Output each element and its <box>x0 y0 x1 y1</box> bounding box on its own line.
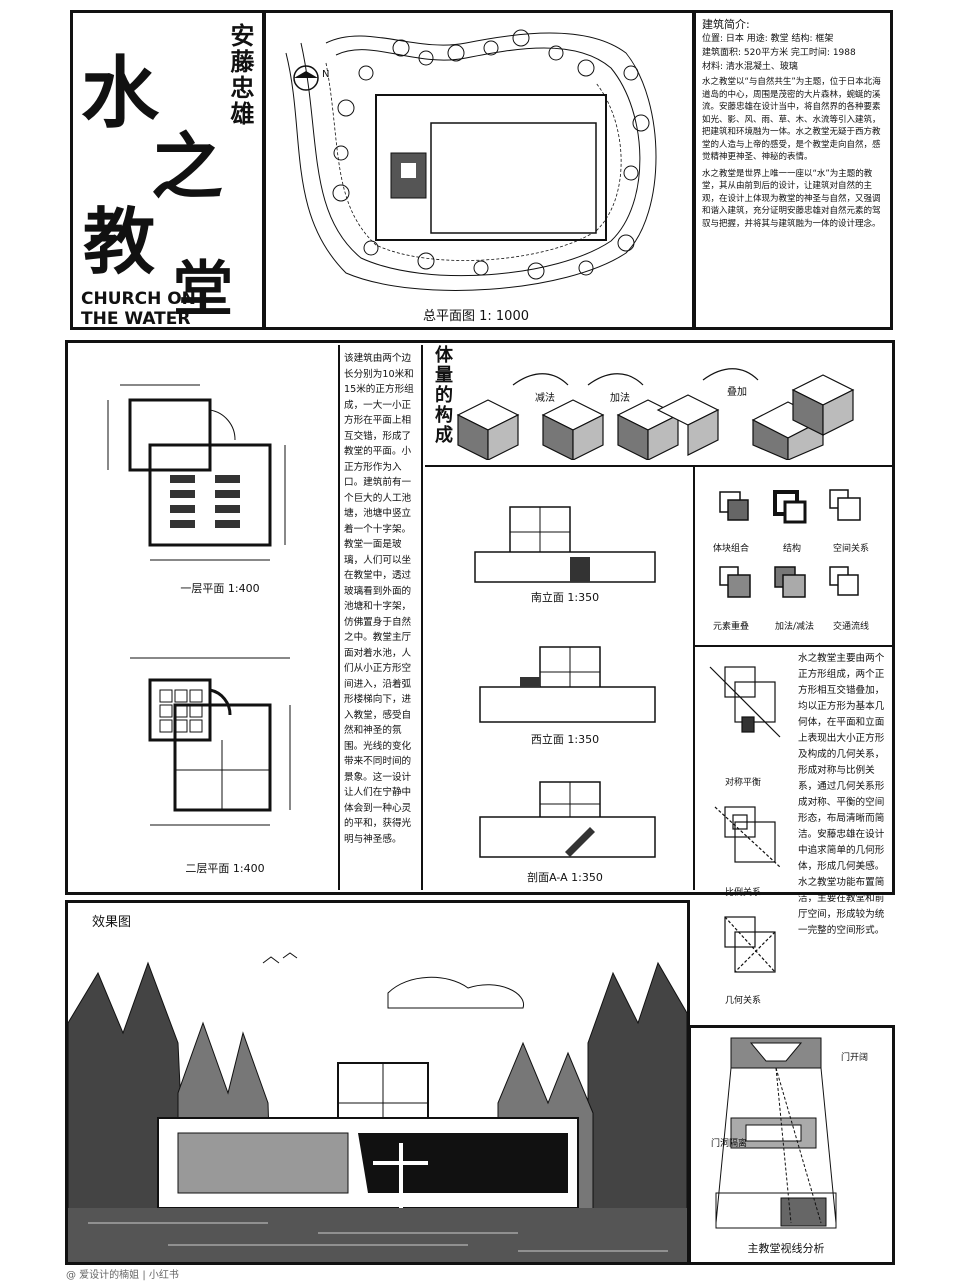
site-plan-caption: 总平面图 1: 1000 <box>423 309 529 324</box>
sightline-panel: 门开阔 门洞隔离 主教堂视线分析 <box>688 1025 895 1265</box>
section-caption: 剖面A-A 1:350 <box>527 871 603 884</box>
geometry-drawings <box>709 666 781 973</box>
floor2-caption: 二层平面 1:400 <box>185 862 265 875</box>
icon-label-2: 结构 <box>783 544 802 554</box>
plan-paragraph: 该建筑由两个边长分别为10米和15米的正方形组成，一大一小正方形在平面上相互交错… <box>344 353 414 845</box>
site-plan-drawing <box>285 29 657 291</box>
west-elevation-caption: 西立面 1:350 <box>530 733 600 746</box>
title-char-4: 堂 <box>173 255 233 325</box>
overview-line3: 材料: 清水混凝土、玻璃 <box>702 62 798 72</box>
watermark: @ 爱设计的楠姐 | 小红书 <box>66 1270 179 1281</box>
analysis-icons-panel: 体块组合 结构 空间关系 元素重叠 加法/减法 交通流线 <box>695 467 893 647</box>
massing-title: 体量的构成 <box>432 345 453 445</box>
overview-paragraph2: 水之教堂是世界上唯一一座以“水”为主题的教堂，其从由前到后的设计，让建筑对自然的… <box>702 168 881 229</box>
massing-diagram <box>456 368 855 460</box>
massing-step2: 加法 <box>610 393 630 404</box>
icon-label-6: 交通流线 <box>833 622 870 632</box>
south-elevation-caption: 南立面 1:350 <box>530 591 600 604</box>
floor1-plan-drawing <box>107 384 286 561</box>
floor1-caption: 一层平面 1:400 <box>180 582 260 595</box>
sightline-label-top: 门开阔 <box>841 1053 869 1063</box>
section-drawing <box>479 781 656 858</box>
south-elevation-drawing <box>474 506 656 583</box>
sightline-label-mid: 门洞隔离 <box>711 1139 748 1149</box>
architect-name: 安藤忠雄 <box>226 23 255 127</box>
overview-heading: 建筑简介: <box>702 18 750 31</box>
overview-line1: 位置: 日本 用途: 教堂 结构: 框架 <box>702 34 834 44</box>
geometry-paragraph: 水之教堂主要由两个正方形组成，两个正方形相互交错叠加，均以正方形为基本几何体，在… <box>798 653 885 936</box>
massing-step3: 叠加 <box>727 387 747 398</box>
floor2-plan-drawing <box>130 657 291 826</box>
massing-step1: 减法 <box>535 393 555 404</box>
floor-plans-panel: 一层平面 1:400 二层平面 1:400 <box>70 345 335 890</box>
title-char-2: 之 <box>151 124 224 209</box>
icon-label-3: 空间关系 <box>833 544 870 554</box>
analysis-icons-drawing <box>719 489 861 598</box>
plans-section <box>65 340 895 895</box>
title-char-3: 教 <box>83 199 156 284</box>
geometry-relation-label: 几何关系 <box>725 996 762 1006</box>
sightline-caption: 主教堂视线分析 <box>747 1242 825 1255</box>
west-elevation-drawing <box>479 646 656 723</box>
perspective-drawing <box>68 952 687 1262</box>
overview-panel: 建筑简介: 位置: 日本 用途: 教堂 结构: 框架 建筑面积: 520平方米 … <box>693 10 893 330</box>
elevations-panel: 南立面 1:350 西立面 1:350 剖面A-A 1:350 <box>425 467 695 890</box>
perspective-label: 效果图 <box>92 915 132 930</box>
icon-label-4: 元素重叠 <box>713 622 750 632</box>
proportion-label: 比例关系 <box>725 888 762 898</box>
sightline-drawing <box>715 1037 837 1229</box>
english-title-line2: THE WATER <box>81 309 191 329</box>
north-label: N <box>322 69 330 80</box>
title-block: 水 之 教 堂 安藤忠雄 CHURCH ON THE WATER <box>70 10 265 330</box>
massing-panel: 体量的构成 减法 加法 叠加 <box>425 345 893 467</box>
icon-label-1: 体块组合 <box>713 544 750 554</box>
symmetry-label: 对称平衡 <box>725 778 762 788</box>
overview-paragraph1: 水之教堂以“与自然共生”为主题，位于日本北海道岛的中心，周围是茂密的大片森林，蜿… <box>702 77 881 162</box>
english-title-line1: CHURCH ON <box>81 289 196 309</box>
title-char-1: 水 <box>81 48 160 139</box>
site-plan-panel: N 总平面图 1: 1000 <box>263 10 695 330</box>
plan-text-column: 该建筑由两个边长分别为10米和15米的正方形组成，一大一小正方形在平面上相互交错… <box>338 345 423 890</box>
perspective-panel: 效果图 <box>65 900 690 1265</box>
geometry-panel: 对称平衡 比例关系 几何关系 水之教堂主要由两个正方形组成，两个正方形相互交错叠… <box>695 647 893 1027</box>
icon-label-5: 加法/减法 <box>775 622 815 632</box>
overview-line2: 建筑面积: 520平方米 完工时间: 1988 <box>702 48 856 58</box>
